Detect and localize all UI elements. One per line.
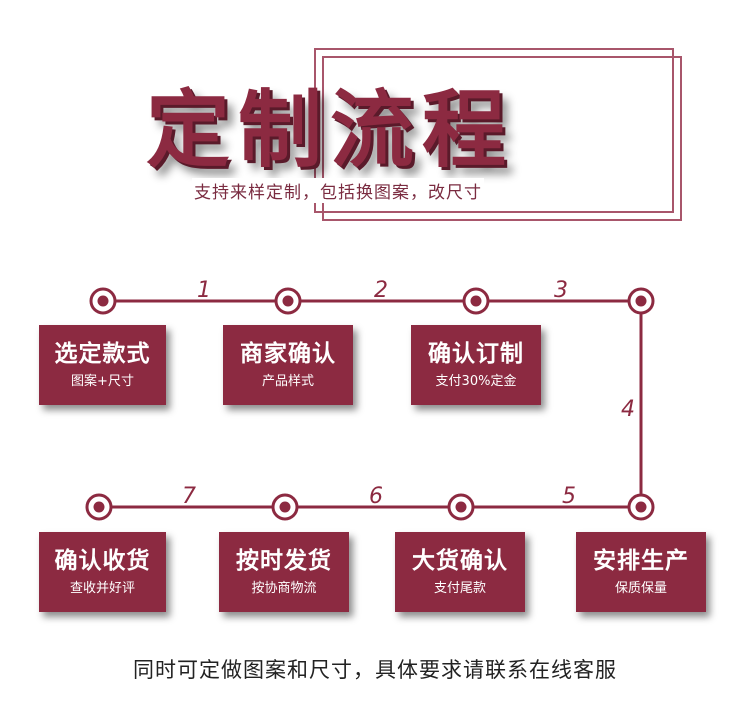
step-card-confirm-order: 确认订制 支付30%定金 [411,325,541,405]
step-title: 确认订制 [428,340,524,367]
step-detail: 图案+尺寸 [71,374,134,390]
step-node [85,493,113,521]
step-detail: 产品样式 [261,374,314,390]
step-title: 安排生产 [593,547,689,574]
step-detail: 保质保量 [614,581,667,597]
step-number-6: 6 [369,484,383,509]
footer-note: 同时可定做图案和尺寸，具体要求请联系在线客服 [133,658,617,682]
step-detail: 查收并好评 [69,581,135,597]
step-title: 选定款式 [54,340,151,367]
step-number-4: 4 [621,397,635,422]
step-node [627,287,655,315]
page-subtitle: 支持来样定制，包括换图案，改尺寸 [192,178,484,203]
step-number-1: 1 [197,278,211,303]
title-frame-inner [322,56,682,221]
step-title: 大货确认 [412,547,508,574]
step-node [274,287,302,315]
step-detail: 支付30%定金 [435,374,517,390]
step-card-bulk-confirm: 大货确认 支付尾款 [395,532,525,612]
step-title: 确认收货 [54,547,151,574]
step-card-arrange-production: 安排生产 保质保量 [576,532,706,612]
step-node [271,493,299,521]
step-detail: 支付尾款 [433,581,486,597]
step-title: 按时发货 [236,547,332,574]
connector-lines [99,299,643,509]
step-numbers: 1 2 3 4 5 6 7 [182,278,635,509]
step-node [447,493,475,521]
step-node [89,287,117,315]
step-title: 商家确认 [240,340,336,367]
step-card-merchant-confirm: 商家确认 产品样式 [223,325,353,405]
step-number-5: 5 [562,484,576,509]
step-number-2: 2 [374,278,388,303]
page-title: 定制流程 [146,81,515,179]
step-card-confirm-receipt: 确认收货 查收并好评 [39,532,166,612]
step-node [627,493,655,521]
step-detail: 按协商物流 [251,581,317,597]
step-number-7: 7 [182,484,196,509]
step-nodes [85,287,655,521]
step-number-3: 3 [554,278,568,303]
title-frame-outer [314,48,674,213]
step-card-ship-on-time: 按时发货 按协商物流 [219,532,349,612]
step-node [462,287,490,315]
step-card-select-style: 选定款式 图案+尺寸 [39,325,166,405]
